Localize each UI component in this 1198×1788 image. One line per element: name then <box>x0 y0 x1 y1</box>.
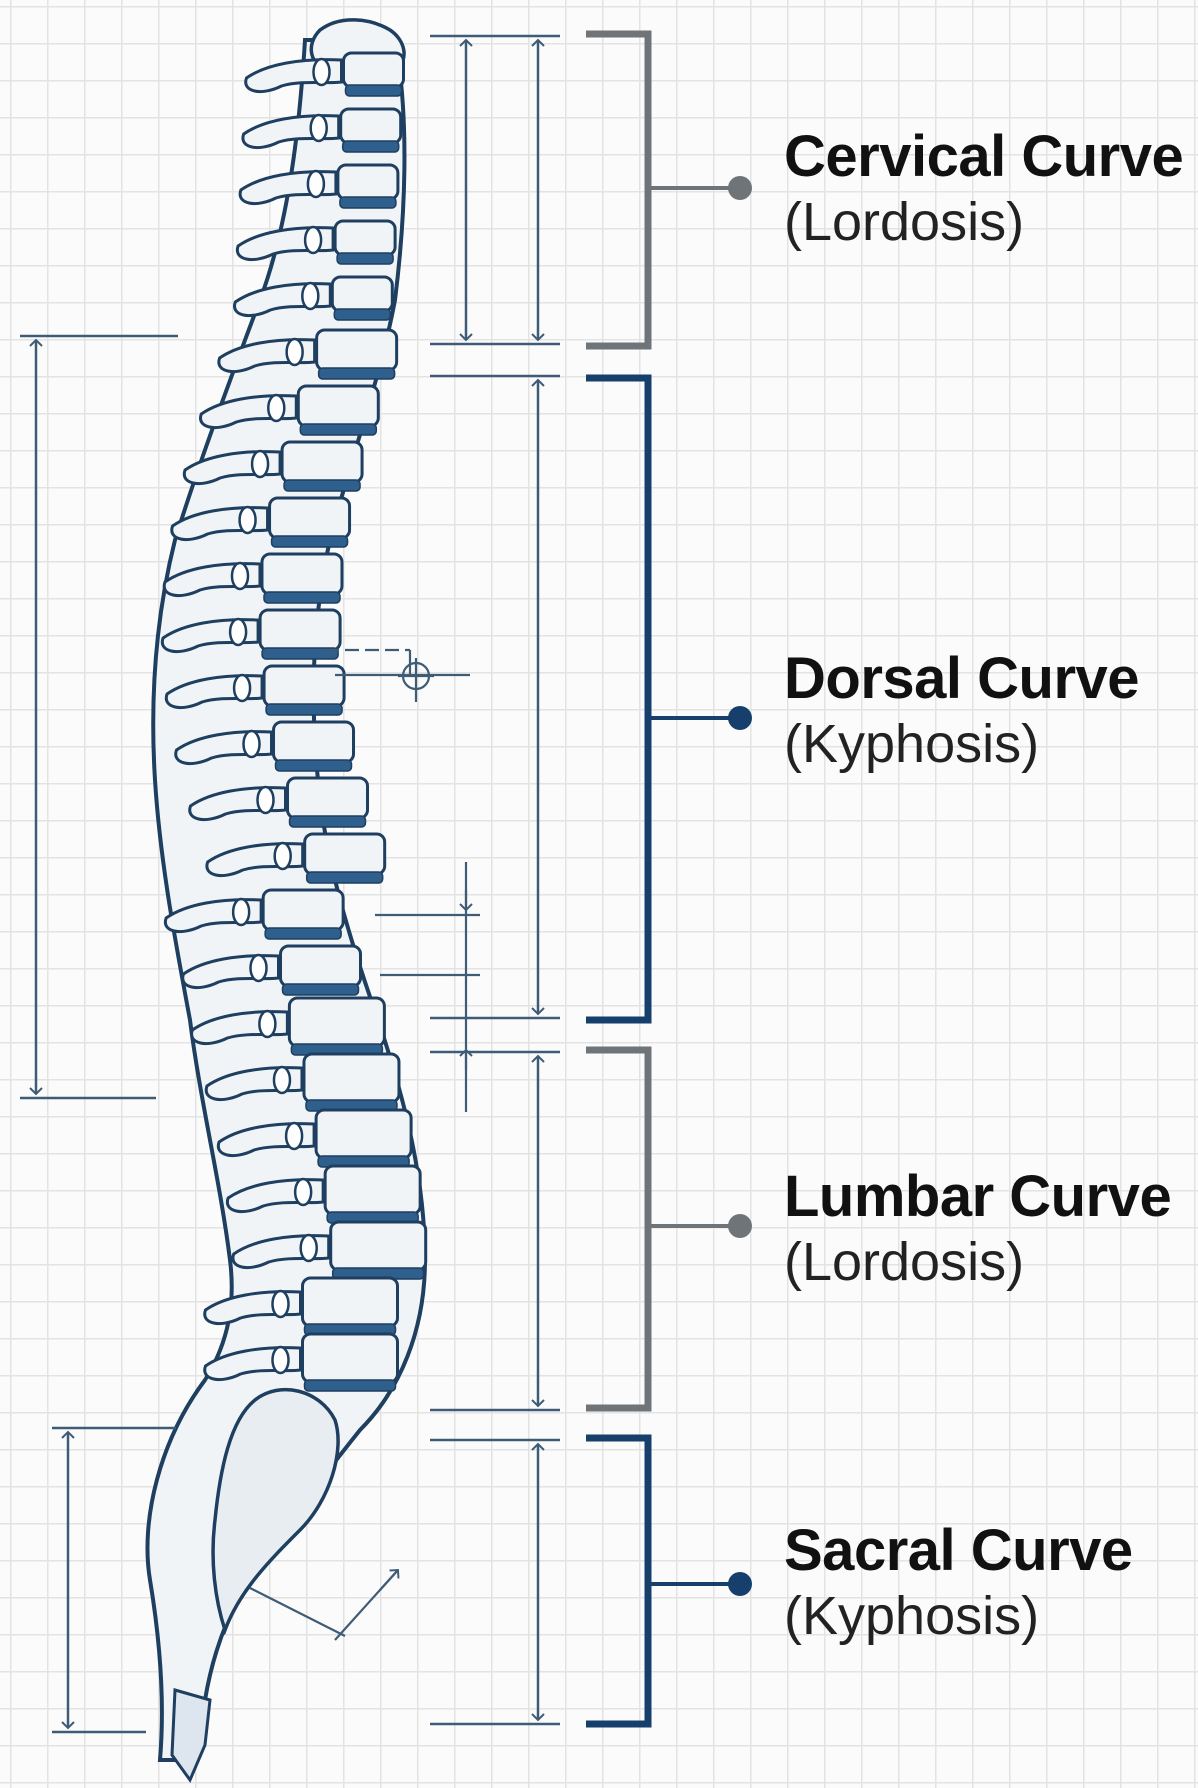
connector-dot <box>728 176 752 200</box>
dorsal-curve-name: Dorsal Curve <box>784 646 1139 713</box>
vertebral-foramen <box>252 451 268 477</box>
intervertebral-disc <box>337 253 393 264</box>
vertebral-body <box>335 221 395 255</box>
vertebral-body <box>303 1334 398 1382</box>
dorsal-curve-type: (Kyphosis) <box>784 713 1139 775</box>
vertebral-body <box>331 1222 426 1270</box>
intervertebral-disc <box>283 984 359 995</box>
intervertebral-disc <box>340 197 396 208</box>
vertebral-foramen <box>295 1179 311 1205</box>
vertebral-body <box>263 890 343 930</box>
sacral-curve-type: (Kyphosis) <box>784 1585 1133 1647</box>
vertebral-body <box>316 1110 411 1158</box>
vertebral-foramen <box>234 675 250 701</box>
vertebral-body <box>304 1054 399 1102</box>
intervertebral-disc <box>343 141 399 152</box>
vertebral-foramen <box>251 955 267 981</box>
section-bracket <box>586 1438 648 1724</box>
vertebral-foramen <box>314 59 330 85</box>
vertebral-foramen <box>244 731 260 757</box>
section-bracket <box>586 378 648 1020</box>
section-bracket <box>586 34 648 346</box>
vertebral-foramen <box>287 339 303 365</box>
section-bracket <box>586 1050 648 1408</box>
label-lumbar: Lumbar Curve (Lordosis) <box>784 1164 1171 1293</box>
cervical-curve-name: Cervical Curve <box>784 124 1183 191</box>
section-brackets <box>586 34 752 1724</box>
intervertebral-disc <box>266 704 342 715</box>
vertebral-body <box>338 165 398 199</box>
spine-illustration <box>147 20 425 1780</box>
sacral-angle-line <box>250 1588 345 1636</box>
sacral-angle-arrow <box>380 1570 398 1590</box>
vertebral-body <box>298 386 378 426</box>
vertebral-foramen <box>308 171 324 197</box>
intervertebral-disc <box>284 480 360 491</box>
intervertebral-disc <box>334 309 390 320</box>
intervertebral-disc <box>276 760 352 771</box>
vertebral-foramen <box>258 787 274 813</box>
vertebral-body <box>281 946 361 986</box>
intervertebral-disc <box>319 368 395 379</box>
vertebral-foramen <box>286 1123 302 1149</box>
vertebral-body <box>270 498 350 538</box>
intervertebral-disc <box>264 592 340 603</box>
vertebral-foramen <box>305 227 321 253</box>
intervertebral-disc <box>265 928 341 939</box>
vertebral-foramen <box>275 843 291 869</box>
vertebral-foramen <box>301 1235 317 1261</box>
sacral-curve-name: Sacral Curve <box>784 1518 1133 1585</box>
intervertebral-disc <box>307 872 383 883</box>
label-dorsal: Dorsal Curve (Kyphosis) <box>784 646 1139 775</box>
cervical-curve-type: (Lordosis) <box>784 191 1183 253</box>
vertebral-body <box>288 778 368 818</box>
vertebral-foramen <box>311 115 327 141</box>
vertebral-body <box>260 610 340 650</box>
connector-dot <box>728 1214 752 1238</box>
vertebral-body <box>317 330 397 370</box>
label-sacral: Sacral Curve (Kyphosis) <box>784 1518 1133 1647</box>
vertebral-body <box>325 1166 420 1214</box>
intervertebral-disc <box>305 1380 396 1391</box>
vertebral-foramen <box>233 899 249 925</box>
vertebral-body <box>289 998 384 1046</box>
vertebral-body <box>274 722 354 762</box>
vertebral-foramen <box>273 1347 289 1373</box>
vertebral-body <box>344 53 404 87</box>
lumbar-curve-name: Lumbar Curve <box>784 1164 1171 1231</box>
vertebral-foramen <box>273 1291 289 1317</box>
vertebral-foramen <box>268 395 284 421</box>
vertebral-foramen <box>240 507 256 533</box>
vertebral-foramen <box>232 563 248 589</box>
vertebral-body <box>305 834 385 874</box>
vertebral-body <box>262 554 342 594</box>
vertebral-body <box>282 442 362 482</box>
vertebral-body <box>341 109 401 143</box>
vertebral-foramen <box>274 1067 290 1093</box>
vertebral-foramen <box>230 619 246 645</box>
lumbar-curve-type: (Lordosis) <box>784 1231 1171 1293</box>
intervertebral-disc <box>290 816 366 827</box>
label-cervical: Cervical Curve (Lordosis) <box>784 124 1183 253</box>
intervertebral-disc <box>272 536 348 547</box>
intervertebral-disc <box>346 85 402 96</box>
intervertebral-disc <box>300 424 376 435</box>
connector-dot <box>728 1572 752 1596</box>
vertebral-foramen <box>302 283 318 309</box>
coccyx <box>172 1690 210 1780</box>
vertebral-foramen <box>259 1011 275 1037</box>
right-dimension-arrows <box>430 36 560 1724</box>
vertebral-body <box>264 666 344 706</box>
connector-dot <box>728 706 752 730</box>
vertebral-body <box>303 1278 398 1326</box>
vertebral-body <box>332 277 392 311</box>
